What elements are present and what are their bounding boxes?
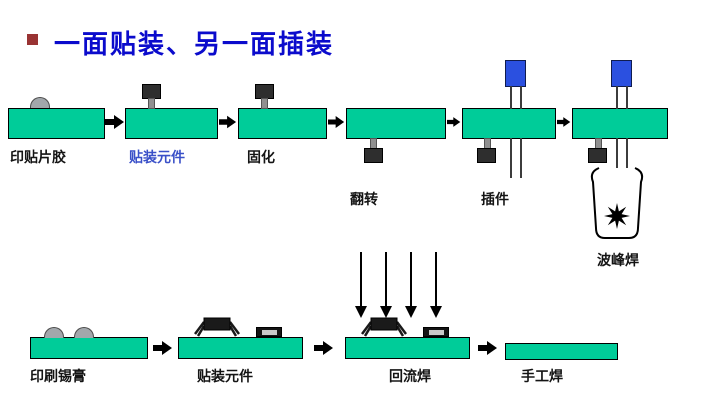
step-label-print-adhesive: 印贴片胶 bbox=[10, 149, 66, 165]
step-label-insert: 插件 bbox=[481, 191, 509, 207]
flow-arrow-icon bbox=[447, 117, 461, 127]
pcb-board-place bbox=[125, 108, 218, 139]
capacitor-lead-icon bbox=[626, 138, 628, 170]
step-label-hand-solder: 手工焊 bbox=[521, 368, 563, 384]
flow-arrow-icon bbox=[219, 115, 237, 129]
pcb-board-cure bbox=[238, 108, 327, 139]
soic-component-icon bbox=[194, 317, 240, 337]
step-label-flip: 翻转 bbox=[350, 191, 378, 207]
pcb-board-place-bottom bbox=[178, 337, 303, 359]
capacitor-lead-icon bbox=[520, 138, 522, 178]
capacitor-lead-icon bbox=[510, 138, 512, 178]
title-bullet-icon bbox=[27, 34, 38, 45]
flow-arrow-icon bbox=[153, 341, 172, 355]
smd-component-icon bbox=[477, 148, 496, 163]
heat-arrow-icon bbox=[380, 252, 392, 318]
capacitor-lead-icon bbox=[520, 86, 522, 109]
flow-arrow-icon bbox=[105, 115, 124, 129]
capacitor-lead-icon bbox=[616, 138, 618, 170]
flow-arrow-icon bbox=[328, 116, 345, 128]
smd-component-icon bbox=[255, 84, 274, 99]
chip-body-icon bbox=[429, 330, 444, 335]
component-stem-icon bbox=[261, 98, 268, 109]
capacitor-lead-icon bbox=[616, 86, 618, 109]
smd-component-icon bbox=[364, 148, 383, 163]
step-label-cure: 固化 bbox=[247, 149, 275, 165]
pcb-board-insert bbox=[462, 108, 556, 139]
step-label-reflow: 回流焊 bbox=[389, 368, 431, 384]
capacitor-icon bbox=[611, 60, 632, 87]
chip-body-icon bbox=[262, 330, 277, 335]
pcb-board-paste bbox=[30, 337, 148, 359]
pcb-board-wave bbox=[572, 108, 668, 139]
step-label-print-paste: 印刷锡膏 bbox=[30, 368, 86, 384]
component-stem-icon bbox=[148, 98, 155, 109]
pcb-board-flip bbox=[346, 108, 446, 139]
smd-component-icon bbox=[142, 84, 161, 99]
chip-component-icon bbox=[256, 327, 282, 337]
slide-title: 一面贴装、另一面插装 bbox=[54, 29, 335, 59]
step-label-place-bottom: 贴装元件 bbox=[197, 368, 253, 384]
heat-arrow-icon bbox=[430, 252, 442, 318]
smd-component-icon bbox=[588, 148, 607, 163]
flow-arrow-icon bbox=[314, 341, 333, 355]
flow-arrow-icon bbox=[478, 341, 497, 355]
capacitor-lead-icon bbox=[510, 86, 512, 109]
capacitor-lead-icon bbox=[626, 86, 628, 109]
soic-component-icon bbox=[361, 317, 407, 337]
pcb-board-hand-solder bbox=[505, 343, 618, 360]
pcb-board-reflow bbox=[345, 337, 470, 359]
heat-arrow-icon bbox=[405, 252, 417, 318]
wave-solder-bath-icon bbox=[590, 167, 644, 239]
pcb-board-adhesive bbox=[8, 108, 105, 139]
chip-component-icon bbox=[423, 327, 449, 337]
heat-arrow-icon bbox=[355, 252, 367, 318]
step-label-place-components: 贴装元件 bbox=[129, 149, 185, 165]
step-label-wave-solder: 波峰焊 bbox=[597, 252, 639, 268]
solder-paste-dot-icon bbox=[44, 327, 64, 338]
flow-arrow-icon bbox=[557, 117, 571, 127]
capacitor-icon bbox=[505, 60, 526, 87]
adhesive-dot-icon bbox=[30, 97, 50, 108]
solder-paste-dot-icon bbox=[74, 327, 94, 338]
